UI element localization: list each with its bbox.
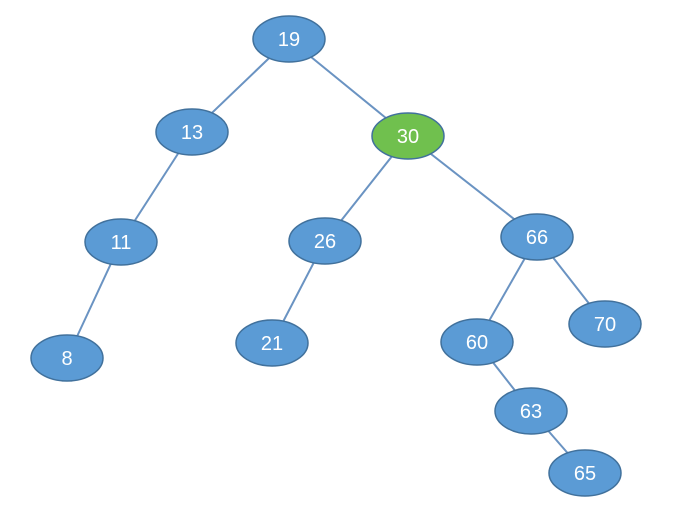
node-ellipse bbox=[548, 449, 622, 497]
tree-node-70: 70 bbox=[568, 300, 642, 348]
tree-node-60: 60 bbox=[440, 318, 514, 366]
tree-node-19: 19 bbox=[252, 15, 326, 63]
node-ellipse bbox=[155, 108, 229, 156]
tree-node-21: 21 bbox=[235, 319, 309, 367]
node-label: 26 bbox=[314, 231, 336, 253]
node-label: 60 bbox=[466, 332, 488, 354]
node-label: 21 bbox=[261, 333, 283, 355]
tree-node-30-highlighted: 30 bbox=[371, 112, 445, 160]
node-label: 19 bbox=[278, 29, 300, 51]
node-ellipse bbox=[84, 218, 158, 266]
node-ellipse bbox=[440, 318, 514, 366]
nodes-layer: 19 13 30 11 8 26 21 66 60 70 63 65 bbox=[30, 15, 642, 497]
node-ellipse bbox=[252, 15, 326, 63]
node-label: 30 bbox=[397, 126, 419, 148]
node-ellipse bbox=[568, 300, 642, 348]
node-label: 70 bbox=[594, 314, 616, 336]
node-label: 11 bbox=[111, 232, 132, 254]
node-ellipse bbox=[30, 334, 104, 382]
tree-node-66: 66 bbox=[500, 213, 574, 261]
tree-node-13: 13 bbox=[155, 108, 229, 156]
node-label: 63 bbox=[520, 401, 542, 423]
node-ellipse bbox=[371, 112, 445, 160]
node-ellipse bbox=[235, 319, 309, 367]
tree-node-63: 63 bbox=[494, 387, 568, 435]
tree-node-8: 8 bbox=[30, 334, 104, 382]
node-label: 8 bbox=[61, 348, 72, 370]
tree-node-65: 65 bbox=[548, 449, 622, 497]
tree-node-26: 26 bbox=[288, 217, 362, 265]
node-ellipse bbox=[494, 387, 568, 435]
tree-node-11: 11 bbox=[84, 218, 158, 266]
node-label: 66 bbox=[526, 227, 548, 249]
node-label: 13 bbox=[181, 122, 203, 144]
node-ellipse bbox=[288, 217, 362, 265]
node-ellipse bbox=[500, 213, 574, 261]
node-label: 65 bbox=[574, 463, 596, 485]
